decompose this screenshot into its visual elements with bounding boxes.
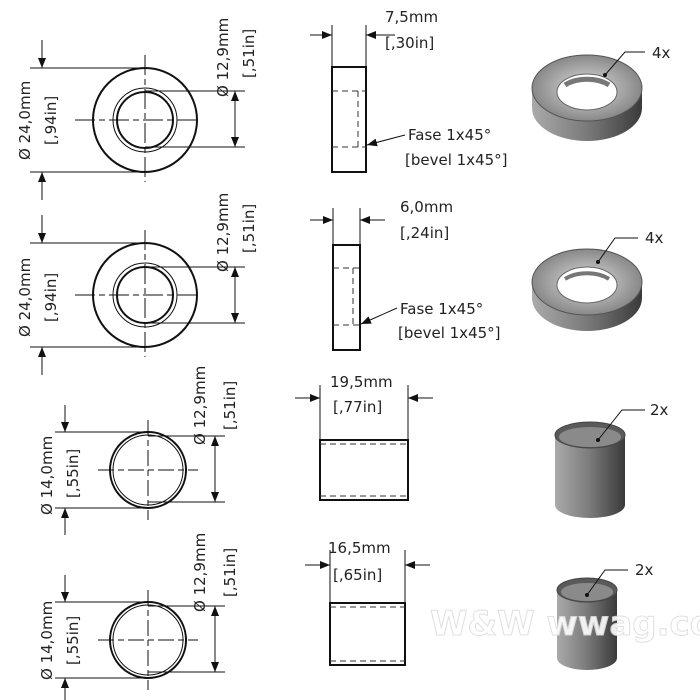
- inner-diameter-inch: [,51in]: [240, 29, 258, 78]
- tube-3d: 2x: [556, 561, 654, 670]
- inner-diameter-label: Ø 12,9mm: [214, 18, 232, 97]
- spacer-row-1: Ø 24,0mm [,94in] Ø 12,9mm [,51in] 7,5mm …: [16, 8, 671, 200]
- outer-diameter-label: Ø 14,0mm: [38, 601, 56, 680]
- outer-diameter-label: Ø 24,0mm: [16, 81, 34, 160]
- quantity-label: 4x: [652, 44, 671, 62]
- outer-diameter-label: Ø 14,0mm: [38, 436, 56, 515]
- watermark: W&W wwag.com: [430, 604, 700, 644]
- outer-diameter-inch: [,55in]: [64, 449, 82, 498]
- side-view: 16,5mm [,65in]: [305, 539, 430, 666]
- spacer-row-4: Ø 14,0mm [,55in] Ø 12,9mm [,51in] 16,5mm…: [38, 533, 654, 700]
- side-view: 6,0mm [,24in] Fase 1x45° [bevel 1x45°]: [310, 198, 501, 351]
- width-label: 7,5mm: [385, 8, 438, 26]
- tube-3d: 2x: [554, 401, 669, 518]
- inner-diameter-label: Ø 12,9mm: [214, 193, 232, 272]
- width-inch: [,77in]: [333, 398, 382, 416]
- outer-diameter-inch: [,94in]: [42, 96, 60, 145]
- quantity-label: 2x: [635, 561, 654, 579]
- outer-diameter-label: Ø 24,0mm: [16, 258, 34, 337]
- outer-diameter-inch: [,55in]: [64, 616, 82, 665]
- width-label: 6,0mm: [400, 198, 453, 216]
- ring-3d: 4x: [531, 229, 664, 331]
- width-label: 16,5mm: [328, 539, 391, 557]
- side-view: 19,5mm [,77in]: [295, 373, 433, 501]
- inner-diameter-inch: [,51in]: [221, 548, 239, 597]
- quantity-label: 4x: [645, 229, 664, 247]
- side-view: 7,5mm [,30in] Fase 1x45° [bevel 1x45°]: [310, 8, 508, 173]
- outer-diameter-inch: [,94in]: [42, 273, 60, 322]
- front-view: Ø 14,0mm [,55in] Ø 12,9mm [,51in]: [38, 533, 239, 700]
- bevel-label: Fase 1x45°: [400, 300, 483, 318]
- front-view: Ø 24,0mm [,94in] Ø 12,9mm [,51in]: [16, 18, 258, 200]
- inner-diameter-label: Ø 12,9mm: [191, 533, 209, 612]
- bevel-label: Fase 1x45°: [408, 126, 491, 144]
- quantity-label: 2x: [650, 401, 669, 419]
- width-label: 19,5mm: [330, 373, 393, 391]
- front-view: Ø 24,0mm [,94in] Ø 12,9mm [,51in]: [16, 193, 258, 375]
- ring-3d: 4x: [531, 44, 671, 141]
- inner-diameter-inch: [,51in]: [221, 381, 239, 430]
- width-inch: [,24in]: [400, 224, 449, 242]
- bevel-label-en: [bevel 1x45°]: [405, 151, 508, 169]
- inner-diameter-inch: [,51in]: [240, 204, 258, 253]
- front-view: Ø 14,0mm [,55in] Ø 12,9mm [,51in]: [38, 366, 239, 535]
- inner-diameter-label: Ø 12,9mm: [191, 366, 209, 445]
- spacer-row-3: Ø 14,0mm [,55in] Ø 12,9mm [,51in] 19,5mm…: [38, 366, 669, 535]
- width-inch: [,65in]: [333, 566, 382, 584]
- bevel-label-en: [bevel 1x45°]: [398, 324, 501, 342]
- width-inch: [,30in]: [385, 34, 434, 52]
- spacer-row-2: Ø 24,0mm [,94in] Ø 12,9mm [,51in] 6,0mm …: [16, 193, 664, 375]
